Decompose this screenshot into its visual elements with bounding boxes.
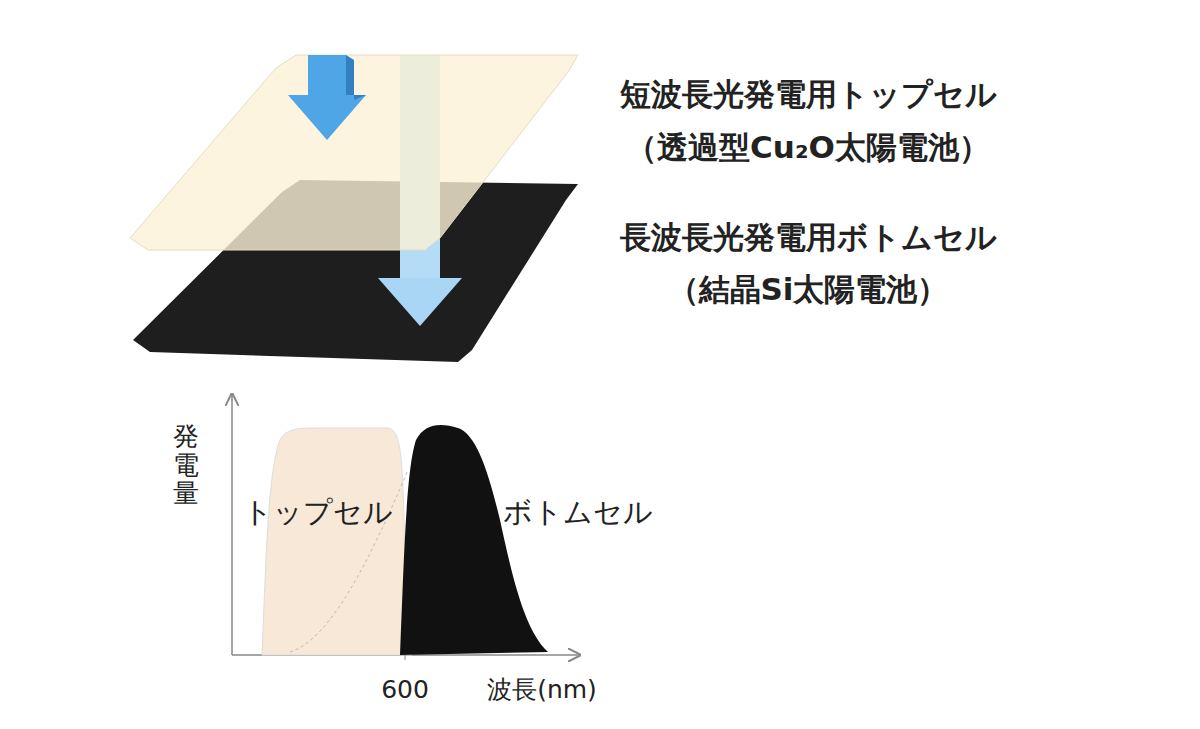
x-axis-label: 波長(nm) bbox=[487, 675, 597, 705]
short-wavelength-arrow bbox=[288, 55, 366, 140]
top-cell-panel bbox=[130, 55, 578, 250]
y-axis bbox=[231, 394, 233, 655]
top-cell-area bbox=[262, 428, 412, 655]
top-cell-title: 短波長光発電用トップセル bbox=[620, 76, 997, 113]
tick-label: 600 bbox=[381, 675, 429, 705]
bottom-cell-subtitle: （結晶Si太陽電池） bbox=[668, 271, 949, 308]
bottom-cell-area bbox=[400, 425, 548, 655]
bottom-cell-title: 長波長光発電用ボトムセル bbox=[620, 219, 997, 256]
tick-600 bbox=[405, 655, 406, 660]
top-cell-label: トップセル bbox=[243, 495, 393, 530]
bottom-cell-label: ボトムセル bbox=[503, 495, 653, 530]
y-axis-label: 発電量 bbox=[173, 422, 199, 508]
top-cell-subtitle: （透過型Cu₂O太陽電池） bbox=[626, 129, 990, 166]
